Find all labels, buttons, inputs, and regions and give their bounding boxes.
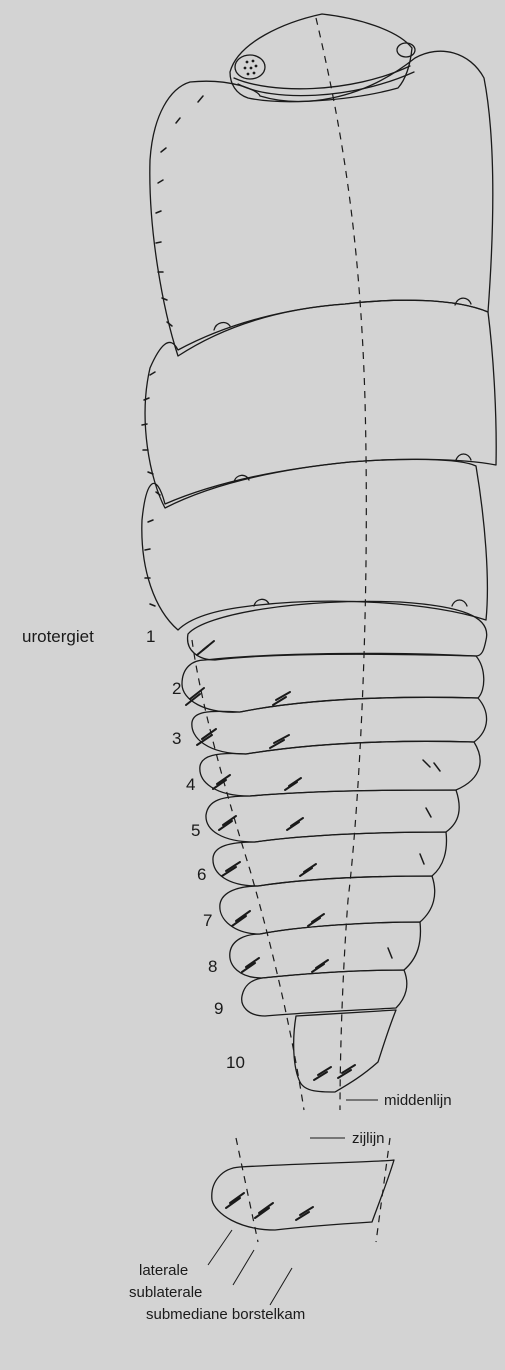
label-segment-7: 7 <box>203 911 212 930</box>
head <box>230 14 415 102</box>
label-submediane: submediane borstelkam <box>146 1306 305 1323</box>
urotergiet-2 <box>182 653 484 712</box>
urotergiet-6 <box>213 832 447 886</box>
label-sublaterale: sublaterale <box>129 1284 202 1301</box>
label-segment-2: 2 <box>172 679 181 698</box>
sublaterale-leader <box>233 1250 254 1285</box>
label-segment-1: 1 <box>146 627 155 646</box>
urotergiet-10 <box>294 1010 396 1092</box>
submediane-leader <box>270 1268 292 1305</box>
label-segment-10: 10 <box>226 1053 245 1072</box>
thorax-segment-3 <box>142 459 488 630</box>
thorax-segment-2 <box>142 300 496 508</box>
urotergiet-9 <box>242 970 407 1016</box>
eye <box>235 55 265 79</box>
label-urotergiet: urotergiet <box>22 627 94 646</box>
midline <box>316 18 366 1110</box>
label-middenlijn: middenlijn <box>384 1092 452 1109</box>
detail-segment <box>212 1138 394 1242</box>
label-segment-5: 5 <box>191 821 200 840</box>
label-segment-8: 8 <box>208 957 217 976</box>
label-segment-9: 9 <box>214 999 223 1018</box>
laterale-leader <box>208 1230 232 1265</box>
label-segment-6: 6 <box>197 865 206 884</box>
label-segment-4: 4 <box>186 775 195 794</box>
urotergiet-4 <box>200 741 480 796</box>
thorax-segment-1 <box>150 51 493 356</box>
urotergiet-3 <box>192 697 487 754</box>
label-laterale: laterale <box>139 1262 188 1279</box>
label-segment-3: 3 <box>172 729 181 748</box>
label-zijlijn: zijlijn <box>352 1130 385 1147</box>
